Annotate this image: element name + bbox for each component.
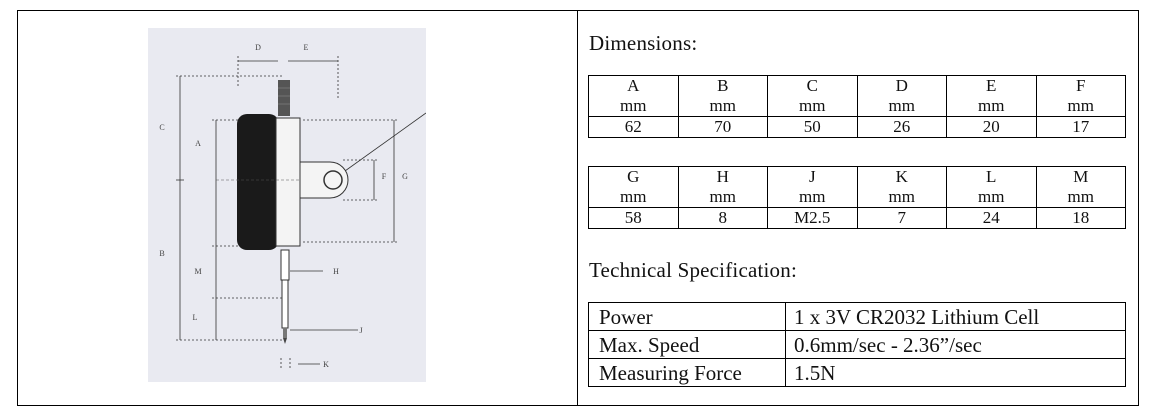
document-frame [17, 10, 1139, 406]
table-cell: 50 [767, 116, 858, 138]
table-row: Power 1 x 3V CR2032 Lithium Cell [588, 302, 1126, 331]
spec-key: Power [588, 302, 786, 331]
label-G: G [402, 172, 408, 181]
label-C: C [159, 123, 164, 132]
table-row: 58 8 M2.5 7 24 18 [588, 207, 1126, 229]
table-cell: 7 [856, 207, 947, 229]
table-cell: 62 [588, 116, 679, 138]
table-cell: 70 [677, 116, 768, 138]
label-K: K [323, 360, 329, 369]
column-divider [577, 10, 578, 406]
label-H: H [333, 267, 339, 276]
label-J: J [359, 326, 362, 335]
table-cell: 26 [856, 116, 947, 138]
label-M: M [194, 267, 201, 276]
technical-specification-table: Power 1 x 3V CR2032 Lithium Cell Max. Sp… [588, 302, 1126, 387]
label-E: E [304, 43, 309, 52]
label-B: B [159, 249, 164, 258]
table-row: 62 70 50 26 20 17 [588, 116, 1126, 138]
table-row: Measuring Force 1.5N [588, 358, 1126, 387]
table-cell: 18 [1035, 207, 1126, 229]
label-A: A [195, 139, 201, 148]
spec-value: 1 x 3V CR2032 Lithium Cell [785, 302, 1126, 331]
table-cell: M2.5 [767, 207, 858, 229]
dimension-drawing: D E C A F G B M H L J K [148, 28, 426, 382]
dimension-drawing-svg: D E C A F G B M H L J K [159, 43, 426, 370]
dimensions-heading: Dimensions: [589, 31, 698, 55]
table-cell: 8 [677, 207, 768, 229]
technical-specification-heading: Technical Specification: [589, 258, 797, 282]
spec-key: Measuring Force [588, 358, 786, 387]
label-D: D [255, 43, 261, 52]
table-cell: 24 [946, 207, 1037, 229]
label-L: L [193, 313, 198, 322]
spec-key: Max. Speed [588, 330, 786, 359]
table-row: Max. Speed 0.6mm/sec - 2.36”/sec [588, 330, 1126, 359]
spec-value: 1.5N [785, 358, 1126, 387]
table-cell: 17 [1035, 116, 1126, 138]
spec-value: 0.6mm/sec - 2.36”/sec [785, 330, 1126, 359]
table-cell: 20 [946, 116, 1037, 138]
table-cell: 58 [588, 207, 679, 229]
label-F: F [382, 172, 387, 181]
